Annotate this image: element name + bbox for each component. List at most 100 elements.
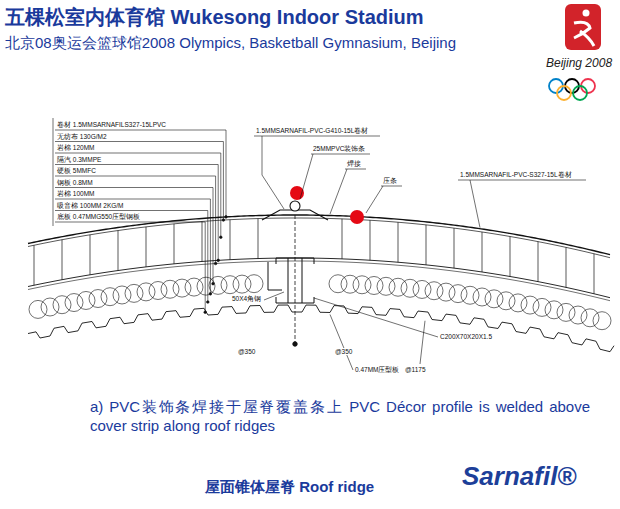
mineral-wool-loop xyxy=(149,282,167,300)
insulation-joint xyxy=(202,221,203,261)
insulation-joint xyxy=(118,231,119,271)
insulation-joint xyxy=(258,219,259,259)
steel-deck xyxy=(28,305,614,352)
callout-label: @350 xyxy=(238,348,255,355)
callout-label: 硬板 5MMFC xyxy=(57,167,96,174)
callout-label: 0.47MM压型板 xyxy=(355,366,399,373)
leader-dot xyxy=(214,262,217,265)
leader-dot xyxy=(212,282,215,285)
beijing-2008-emblem xyxy=(549,4,601,100)
olympic-ring xyxy=(557,86,571,100)
emblem-figure xyxy=(574,22,594,46)
mineral-wool-loop xyxy=(449,285,467,303)
mineral-wool-loop xyxy=(581,309,599,327)
leader-line xyxy=(420,321,425,364)
emblem-seal xyxy=(565,4,601,50)
mineral-wool-loop xyxy=(593,312,611,330)
leader-line xyxy=(381,186,402,187)
insulation-joint xyxy=(482,232,483,272)
callout-label: 岩棉 100MM xyxy=(57,190,94,197)
leader-line xyxy=(254,136,380,137)
mineral-wool-loop xyxy=(545,301,563,319)
insulation-joint xyxy=(510,236,511,276)
insulation-joint xyxy=(398,222,399,262)
insulation-joint xyxy=(34,245,35,285)
leader-dot xyxy=(225,216,228,219)
mineral-wool-loop xyxy=(533,298,551,316)
insulation-joint xyxy=(174,224,175,264)
mineral-wool-loop xyxy=(509,294,527,312)
red-marker xyxy=(350,210,364,224)
leader-line xyxy=(55,176,216,264)
leader-line xyxy=(311,154,370,155)
insulation-joint xyxy=(566,247,567,287)
mineral-wool-loop xyxy=(53,296,71,314)
leader-dot xyxy=(222,219,225,222)
leader-dot xyxy=(204,311,207,314)
callout-label: 钢板 0.8MM xyxy=(57,179,93,186)
insulation-joint xyxy=(146,227,147,267)
leader-line xyxy=(345,169,366,170)
caption: a) PVC装饰条焊接于屋脊覆盖条上 PVC Décor profile is … xyxy=(90,398,590,436)
leader-dot xyxy=(209,293,212,296)
olympic-ring xyxy=(573,86,587,100)
mineral-wool-loop xyxy=(473,288,491,306)
insulation-joint xyxy=(230,220,231,260)
leader-line xyxy=(53,118,54,226)
leader-line xyxy=(262,136,284,209)
fleece-layer xyxy=(28,218,610,258)
mineral-wool-loop xyxy=(77,291,95,309)
leader-line xyxy=(55,211,208,303)
mineral-wool-loop xyxy=(497,292,515,310)
callout-label: 卷材 1.5MMSARNAFILS327-15LPVC xyxy=(57,121,166,128)
subtitle: 北京08奥运会篮球馆2008 Olympics, Basketball Gymn… xyxy=(5,34,456,51)
callout-label: 吸音棉 100MM 2KG/M xyxy=(57,202,124,209)
callout-label: 压条 xyxy=(383,177,397,184)
leader-dot xyxy=(220,236,223,239)
bolt-end xyxy=(293,342,297,346)
mineral-wool-loop xyxy=(485,290,503,308)
leader-line xyxy=(314,298,438,337)
vapour-layer xyxy=(28,261,610,301)
callout-label: @350 xyxy=(335,348,352,355)
emblem-head xyxy=(583,10,590,17)
callout-label: @1175 xyxy=(405,366,426,373)
insulation-joint xyxy=(538,242,539,282)
mineral-wool-loop xyxy=(461,286,479,304)
leader-dot xyxy=(217,259,220,262)
mineral-wool-loop xyxy=(521,296,539,314)
callout-label: 1.5MMSARNAFIL-PVC-S327-15L卷材 xyxy=(460,171,572,178)
mineral-wool-loop xyxy=(437,283,455,301)
callout-label: 底板 0.47MMG550压型钢板 xyxy=(57,213,140,220)
footer-title: 屋面锥体屋脊 Roof ridge xyxy=(205,478,374,495)
leader-line xyxy=(264,292,284,300)
leader-line xyxy=(55,222,205,312)
bolt-line xyxy=(295,215,296,342)
leader-line xyxy=(330,169,347,214)
leader-line xyxy=(55,188,213,284)
logo-text: Beijing 2008 xyxy=(546,57,612,71)
insulation-joint xyxy=(370,220,371,260)
mineral-wool-loop xyxy=(401,279,419,297)
roof-layers xyxy=(28,201,614,352)
callout-label: 1.5MMSARNAFIL-PVC-G410-15L卷材 xyxy=(256,127,368,134)
callout-label: 50X4角钢 xyxy=(232,295,261,302)
leader-lines xyxy=(53,118,586,370)
angle-steel xyxy=(268,262,282,290)
insulation-joint xyxy=(426,225,427,265)
mineral-wool-loop xyxy=(137,283,155,301)
brand-logo: Sarnafil® xyxy=(462,462,577,492)
leader-line xyxy=(55,199,210,294)
callout-label: 无纺布 130G/M2 xyxy=(57,133,107,140)
pvc-decor-profile xyxy=(290,201,300,211)
callout-label: 焊接 xyxy=(347,160,361,167)
mineral-wool-loop xyxy=(65,294,83,312)
insulation-joint xyxy=(90,235,91,275)
mineral-wool-loop xyxy=(29,300,47,318)
mineral-wool-loop xyxy=(125,284,143,302)
leader-line xyxy=(330,314,353,370)
mineral-wool-loop xyxy=(101,288,119,306)
insulation-joint xyxy=(342,219,343,259)
title: 五棵松室内体育馆 Wukesong Indoor Stadium xyxy=(5,6,424,29)
